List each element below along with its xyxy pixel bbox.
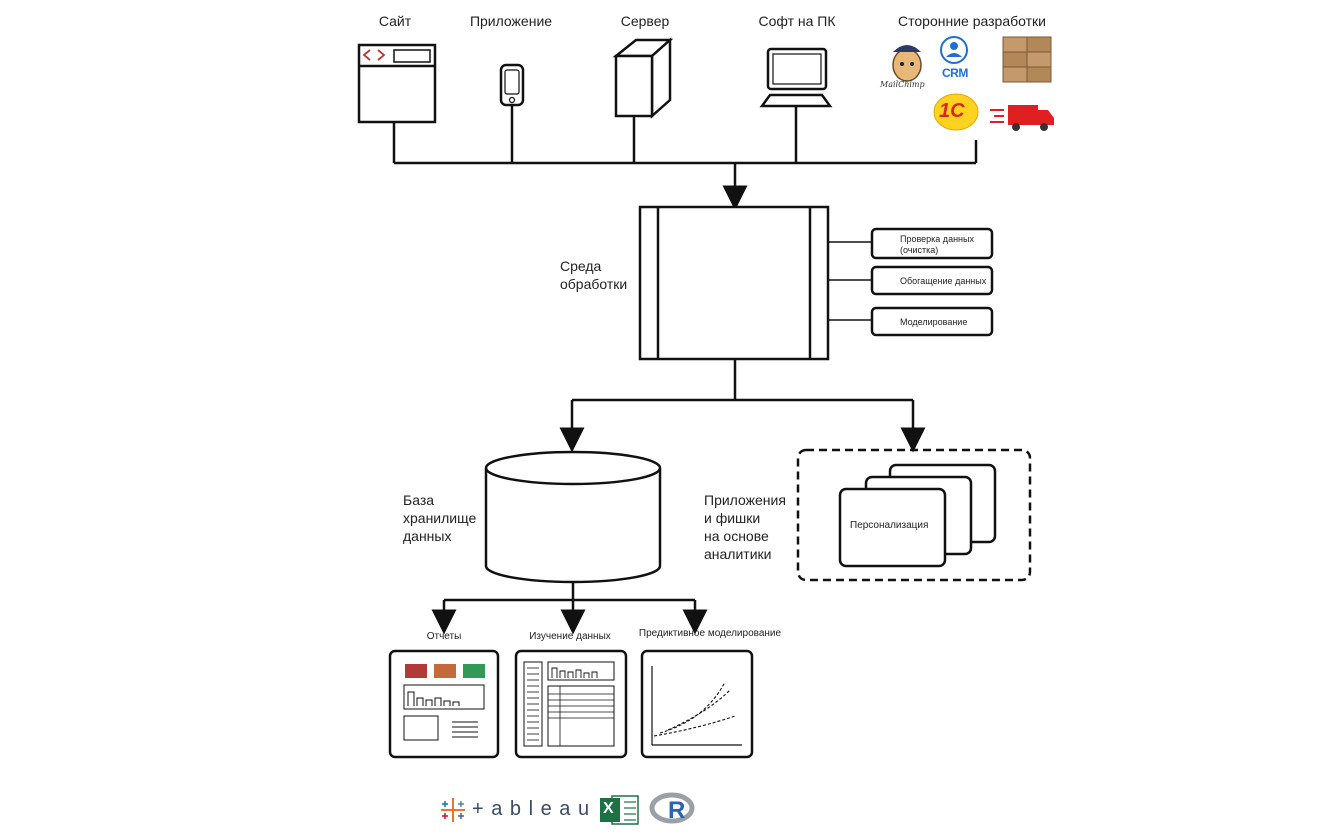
tableau-wordmark: + a b l e a u: [472, 798, 591, 820]
apps-title: Приложения и фишки на основе аналитики: [704, 492, 786, 562]
pc-software-icon: [759, 47, 833, 108]
processing-title: Среда обработки: [560, 258, 628, 292]
source-label-site: Сайт: [378, 13, 412, 29]
output-label-predictive-modeling: Предиктивное моделирование: [638, 628, 782, 639]
storage-title: База хранилище данных: [403, 492, 477, 544]
site-icon: [357, 43, 437, 124]
one-c-logo: [933, 93, 979, 131]
database-cylinder: [484, 450, 662, 584]
delivery-truck-icon: [990, 105, 1054, 131]
app-phone-icon: [499, 63, 525, 107]
step-label-validation: Проверка данных (очистка): [900, 234, 974, 255]
one-c-wordmark: 1С: [939, 100, 965, 122]
warehouse-boxes-icon: [1002, 36, 1052, 83]
reports-panel: [388, 649, 500, 759]
crm-wordmark: CRM: [942, 66, 968, 80]
excel-wordmark: X: [603, 800, 614, 817]
output-label-reports: Отчеты: [426, 631, 462, 642]
source-label-third-party: Сторонние разработки: [898, 13, 1046, 29]
data-exploration-panel: [514, 649, 628, 759]
source-label-app: Приложение: [469, 13, 553, 29]
r-wordmark: R: [668, 797, 686, 824]
storage-output-connectors: [431, 582, 708, 635]
predictive-modeling-panel: [640, 649, 754, 759]
step-label-modeling: Моделирование: [900, 317, 968, 327]
personalization-card-label: Персонализация: [850, 520, 929, 531]
r-logo: [649, 792, 695, 824]
processing-output-connectors: [559, 359, 926, 453]
excel-logo: [600, 795, 639, 825]
apps-frame: [796, 448, 1032, 582]
source-connectors: [392, 105, 978, 211]
tableau-logo: [441, 798, 465, 822]
mailchimp-wordmark: MailChimp: [880, 80, 925, 89]
output-label-data-exploration: Изучение данных: [529, 631, 611, 642]
source-label-pc-software: Софт на ПК: [758, 13, 836, 29]
crm-logo: [940, 36, 968, 64]
server-icon: [612, 37, 674, 119]
processing-steps: [828, 227, 994, 337]
source-label-server: Сервер: [620, 13, 670, 29]
step-label-enrichment: Обогащение данных: [900, 276, 987, 286]
mailchimp-logo: [892, 45, 922, 82]
processing-box: [638, 205, 830, 361]
